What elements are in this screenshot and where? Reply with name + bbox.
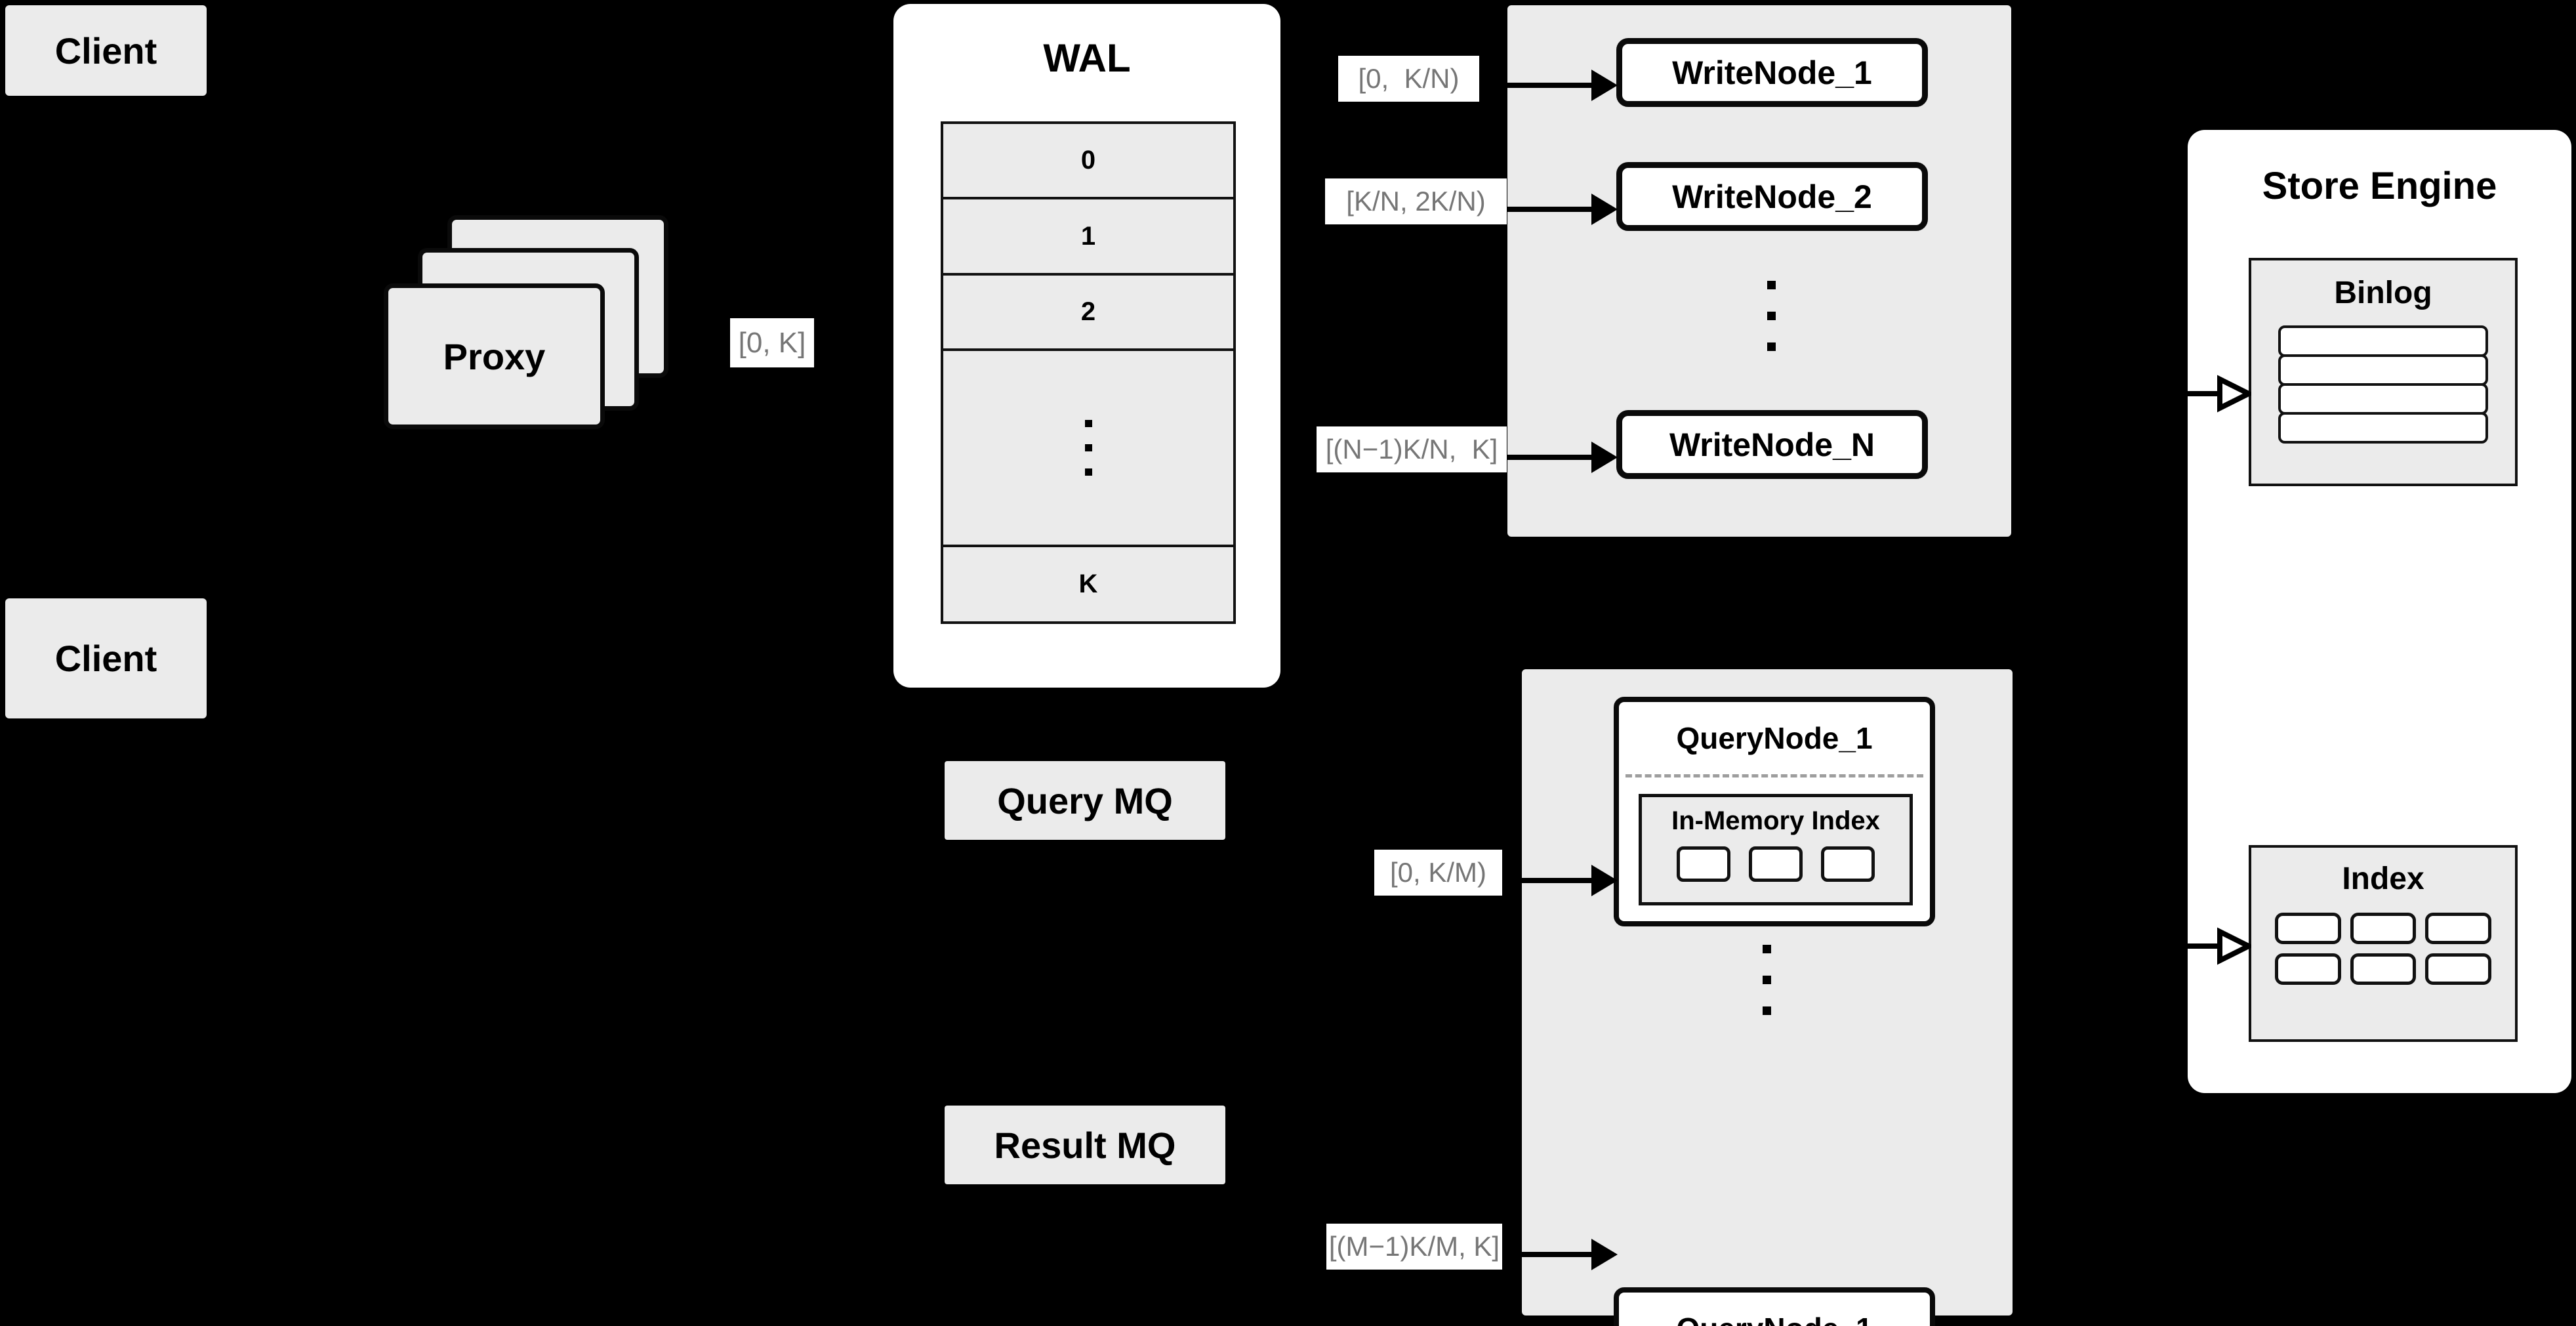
index-cell bbox=[2425, 913, 2491, 944]
query-node-1-arrow bbox=[1522, 865, 1618, 896]
write-node-n-range-label: [(N−1)K/N, K] bbox=[1317, 426, 1507, 472]
write-node-1[interactable]: WriteNode_1 bbox=[1616, 38, 1928, 107]
binlog-panel: Binlog bbox=[2249, 258, 2518, 486]
proxy-label: Proxy bbox=[443, 335, 546, 377]
query-node-2[interactable]: QueryNode_1 In-Memory Index bbox=[1614, 1287, 1935, 1326]
ellipsis-dot bbox=[1084, 419, 1092, 427]
ellipsis-dot bbox=[1084, 468, 1092, 476]
query-node-1-divider bbox=[1625, 774, 1923, 777]
query-node-1[interactable]: QueryNode_1 In-Memory Index bbox=[1614, 697, 1935, 926]
binlog-row bbox=[2278, 383, 2488, 415]
index-cell bbox=[1749, 846, 1803, 882]
client-label-2: Client bbox=[54, 638, 157, 679]
write-node-1-range-label: [0, K/N) bbox=[1338, 56, 1479, 102]
index-panel: Index bbox=[2249, 845, 2518, 1042]
wal-row-last: K bbox=[943, 547, 1233, 622]
query-node-2-label: QueryNode_1 bbox=[1619, 1311, 1930, 1326]
write-node-n[interactable]: WriteNode_N bbox=[1616, 410, 1928, 479]
index-cell bbox=[2275, 913, 2341, 944]
write-cluster-ellipsis bbox=[1767, 281, 1776, 351]
binlog-row bbox=[2278, 354, 2488, 386]
ellipsis-dot bbox=[1763, 1006, 1771, 1015]
index-grid bbox=[2275, 913, 2491, 985]
query-node-1-label: QueryNode_1 bbox=[1676, 721, 1873, 755]
wal-row: 0 bbox=[943, 124, 1233, 200]
result-mq-box[interactable]: Result MQ bbox=[945, 1106, 1225, 1184]
client-label-1: Client bbox=[54, 30, 157, 72]
index-cell bbox=[2350, 913, 2417, 944]
wal-row: 1 bbox=[943, 199, 1233, 276]
query-node-2-arrow bbox=[1522, 1239, 1618, 1270]
ellipsis-dot bbox=[1767, 281, 1776, 289]
store-engine-title: Store Engine bbox=[2262, 165, 2497, 207]
index-title: Index bbox=[2342, 861, 2424, 896]
wal-ellipsis-row bbox=[943, 351, 1233, 547]
ellipsis-dot bbox=[1763, 945, 1771, 953]
proxy-range-label: [0, K] bbox=[730, 318, 814, 367]
in-memory-index-cells-1 bbox=[1642, 846, 1910, 882]
index-cell bbox=[2350, 953, 2417, 985]
ellipsis-dot bbox=[1763, 976, 1771, 984]
client-box-2[interactable]: Client bbox=[5, 598, 207, 718]
index-cell bbox=[1821, 846, 1875, 882]
query-node-1-range-label: [0, K/M) bbox=[1374, 850, 1502, 896]
index-cell bbox=[2275, 953, 2341, 985]
index-cell bbox=[1677, 846, 1730, 882]
query-node-1-in-memory-index: In-Memory Index bbox=[1639, 794, 1913, 905]
write-node-n-arrow bbox=[1507, 442, 1618, 473]
ellipsis-dot bbox=[1767, 312, 1776, 320]
wal-title: WAL bbox=[1043, 36, 1131, 80]
binlog-rows bbox=[2278, 325, 2488, 444]
write-node-2[interactable]: WriteNode_2 bbox=[1616, 162, 1928, 231]
write-node-1-arrow bbox=[1507, 70, 1618, 101]
query-node-2-range-label: [(M−1)K/M, K] bbox=[1326, 1224, 1502, 1270]
proxy-card-front[interactable]: Proxy bbox=[384, 283, 605, 429]
write-node-2-arrow bbox=[1507, 194, 1618, 225]
binlog-title: Binlog bbox=[2334, 276, 2432, 310]
binlog-row bbox=[2278, 325, 2488, 357]
index-inbound-arrow bbox=[2183, 926, 2251, 966]
ellipsis-dot bbox=[1084, 444, 1092, 451]
write-node-2-range-label: [K/N, 2K/N) bbox=[1325, 178, 1507, 224]
in-memory-index-title-1: In-Memory Index bbox=[1671, 806, 1880, 835]
client-box-1[interactable]: Client bbox=[5, 5, 207, 96]
query-mq-box[interactable]: Query MQ bbox=[945, 761, 1225, 840]
ellipsis-dot bbox=[1767, 342, 1776, 351]
wal-table: 0 1 2 K bbox=[941, 121, 1236, 624]
index-cell bbox=[2425, 953, 2491, 985]
wal-row: 2 bbox=[943, 275, 1233, 352]
binlog-row bbox=[2278, 412, 2488, 444]
binlog-inbound-arrow bbox=[2183, 374, 2251, 413]
query-cluster-ellipsis bbox=[1763, 945, 1771, 1015]
